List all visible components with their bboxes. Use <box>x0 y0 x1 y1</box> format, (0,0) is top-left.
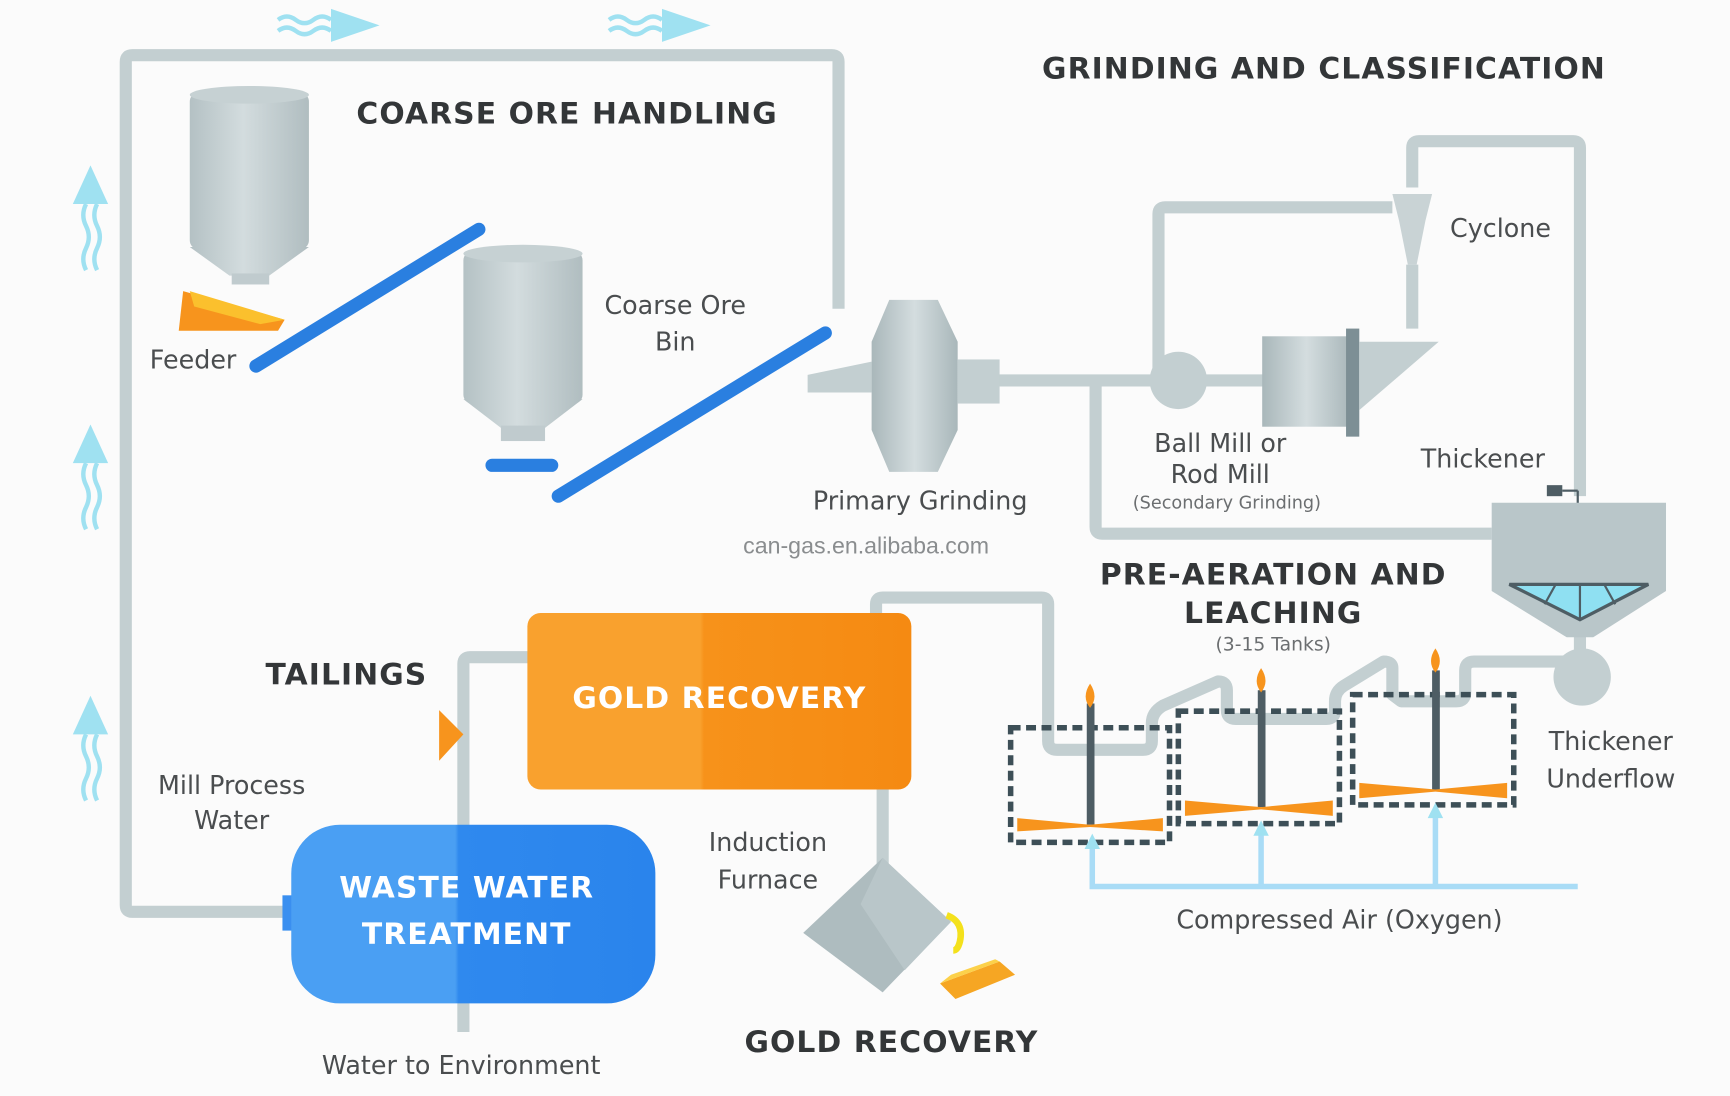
thickener-label: Thickener <box>1420 444 1546 474</box>
leach-tank-2 <box>1175 668 1343 827</box>
primary-grinding-label: Primary Grinding <box>813 485 1028 515</box>
compressed-air-lines <box>1084 802 1578 890</box>
induction-furnace-icon <box>803 857 965 993</box>
feeder-label: Feeder <box>150 344 237 374</box>
feeder-silo-icon <box>189 86 309 285</box>
tailings-title: TAILINGS <box>266 658 428 693</box>
steam-arrow-top-2-icon <box>607 8 711 42</box>
compressed-air-label: Compressed Air (Oxygen) <box>1176 904 1502 934</box>
grinding-classification-title: GRINDING AND CLASSIFICATION <box>1042 51 1606 86</box>
pipe-network <box>119 49 1587 1033</box>
leach-tank-1 <box>1007 683 1173 846</box>
coarse-ore-bin-label-line2: Bin <box>655 327 696 357</box>
pre-aeration-title-line2: LEACHING <box>1184 596 1362 631</box>
steam-arrow-top-1-icon <box>276 8 380 42</box>
cyclone-icon <box>1392 194 1433 265</box>
pipe-main-loop <box>119 49 845 918</box>
feeder-conveyor <box>249 222 486 373</box>
coarse-ore-bin-icon <box>463 244 583 442</box>
underflow-pump-icon <box>1553 648 1611 706</box>
pipe-cyclone-overflow <box>1406 135 1587 497</box>
induction-furnace-label-line2: Furnace <box>718 865 818 895</box>
flow-arrows <box>72 8 711 802</box>
primary-grinding-mill-icon <box>807 299 1000 472</box>
pipe-tailings <box>457 651 530 827</box>
pipe-to-cyclone <box>1152 201 1393 375</box>
thickener-underflow-label-line1: Thickener <box>1548 726 1674 756</box>
waste-water-label-line1: WASTE WATER <box>339 871 594 906</box>
thickener-underflow-label-line2: Underflow <box>1546 763 1675 793</box>
leach-tanks <box>1007 648 1517 846</box>
mill-process-water-label-line2: Water <box>194 805 270 835</box>
steam-arrow-left-1-icon <box>72 165 109 272</box>
labels: COARSE ORE HANDLING GRINDING AND CLASSIF… <box>150 51 1676 1080</box>
coarse-ore-handling-title: COARSE ORE HANDLING <box>356 97 777 132</box>
steam-arrow-left-2-icon <box>72 424 109 531</box>
pre-aeration-title-line1: PRE-AERATION AND <box>1100 557 1447 592</box>
ball-mill-icon <box>1149 328 1439 437</box>
leach-tank-3 <box>1349 648 1517 808</box>
cyclone-label: Cyclone <box>1450 213 1551 243</box>
water-to-environment-label: Water to Environment <box>322 1050 601 1080</box>
coarse-ore-bin-label-line1: Coarse Ore <box>604 290 746 320</box>
mill-process-water-label-line1: Mill Process <box>158 770 305 800</box>
ball-mill-label-line2: Rod Mill <box>1171 459 1270 489</box>
pipe-return-loop <box>1089 380 1492 540</box>
watermark: can-gas.en.alibaba.com <box>743 533 989 559</box>
bin-conveyor <box>551 326 832 503</box>
feeder-icon <box>178 291 285 331</box>
pre-aeration-note: (3-15 Tanks) <box>1215 635 1331 656</box>
gold-bar-icon <box>940 959 1016 999</box>
ball-mill-label-line1: Ball Mill or <box>1154 428 1287 458</box>
ball-mill-note: (Secondary Grinding) <box>1133 493 1321 513</box>
waste-water-label-line2: TREATMENT <box>362 917 572 952</box>
induction-furnace-label-line1: Induction <box>709 827 827 857</box>
thickener-icon <box>1491 485 1667 638</box>
waste-water-treatment-box: WASTE WATER TREATMENT <box>282 824 656 1004</box>
tailings-arrow-icon <box>439 710 464 761</box>
gold-recovery-box: GOLD RECOVERY <box>527 613 912 790</box>
steam-arrow-left-3-icon <box>72 695 109 802</box>
gold-recovery-box-label: GOLD RECOVERY <box>572 681 866 716</box>
gold-recovery-title: GOLD RECOVERY <box>744 1025 1038 1060</box>
